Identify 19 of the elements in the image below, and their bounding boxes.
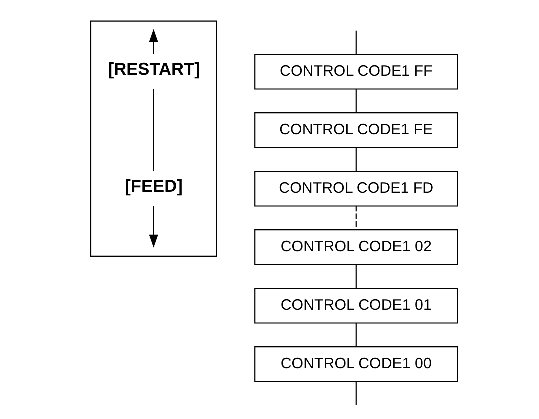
connector (355, 264, 356, 288)
connector (355, 206, 356, 230)
node-text: [RESTART] (108, 58, 200, 79)
connector (355, 148, 356, 172)
connector (152, 89, 154, 172)
node-box: CONTROL CODE1 02 (254, 230, 458, 266)
node-box: CONTROL CODE1 01 (254, 288, 458, 324)
node-box: CONTROL CODE1 FE (254, 112, 458, 148)
arrow (148, 206, 158, 248)
cluster (90, 20, 217, 258)
connector (355, 323, 356, 347)
node-box: CONTROL CODE1 FD (254, 171, 458, 207)
connector (355, 30, 356, 54)
node-text: [FEED] (124, 176, 182, 196)
connector (355, 382, 356, 406)
connector (355, 89, 356, 113)
node-box: CONTROL CODE1 00 (254, 346, 458, 382)
node-box: CONTROL CODE1 FF (254, 54, 458, 90)
arrow (148, 29, 158, 54)
